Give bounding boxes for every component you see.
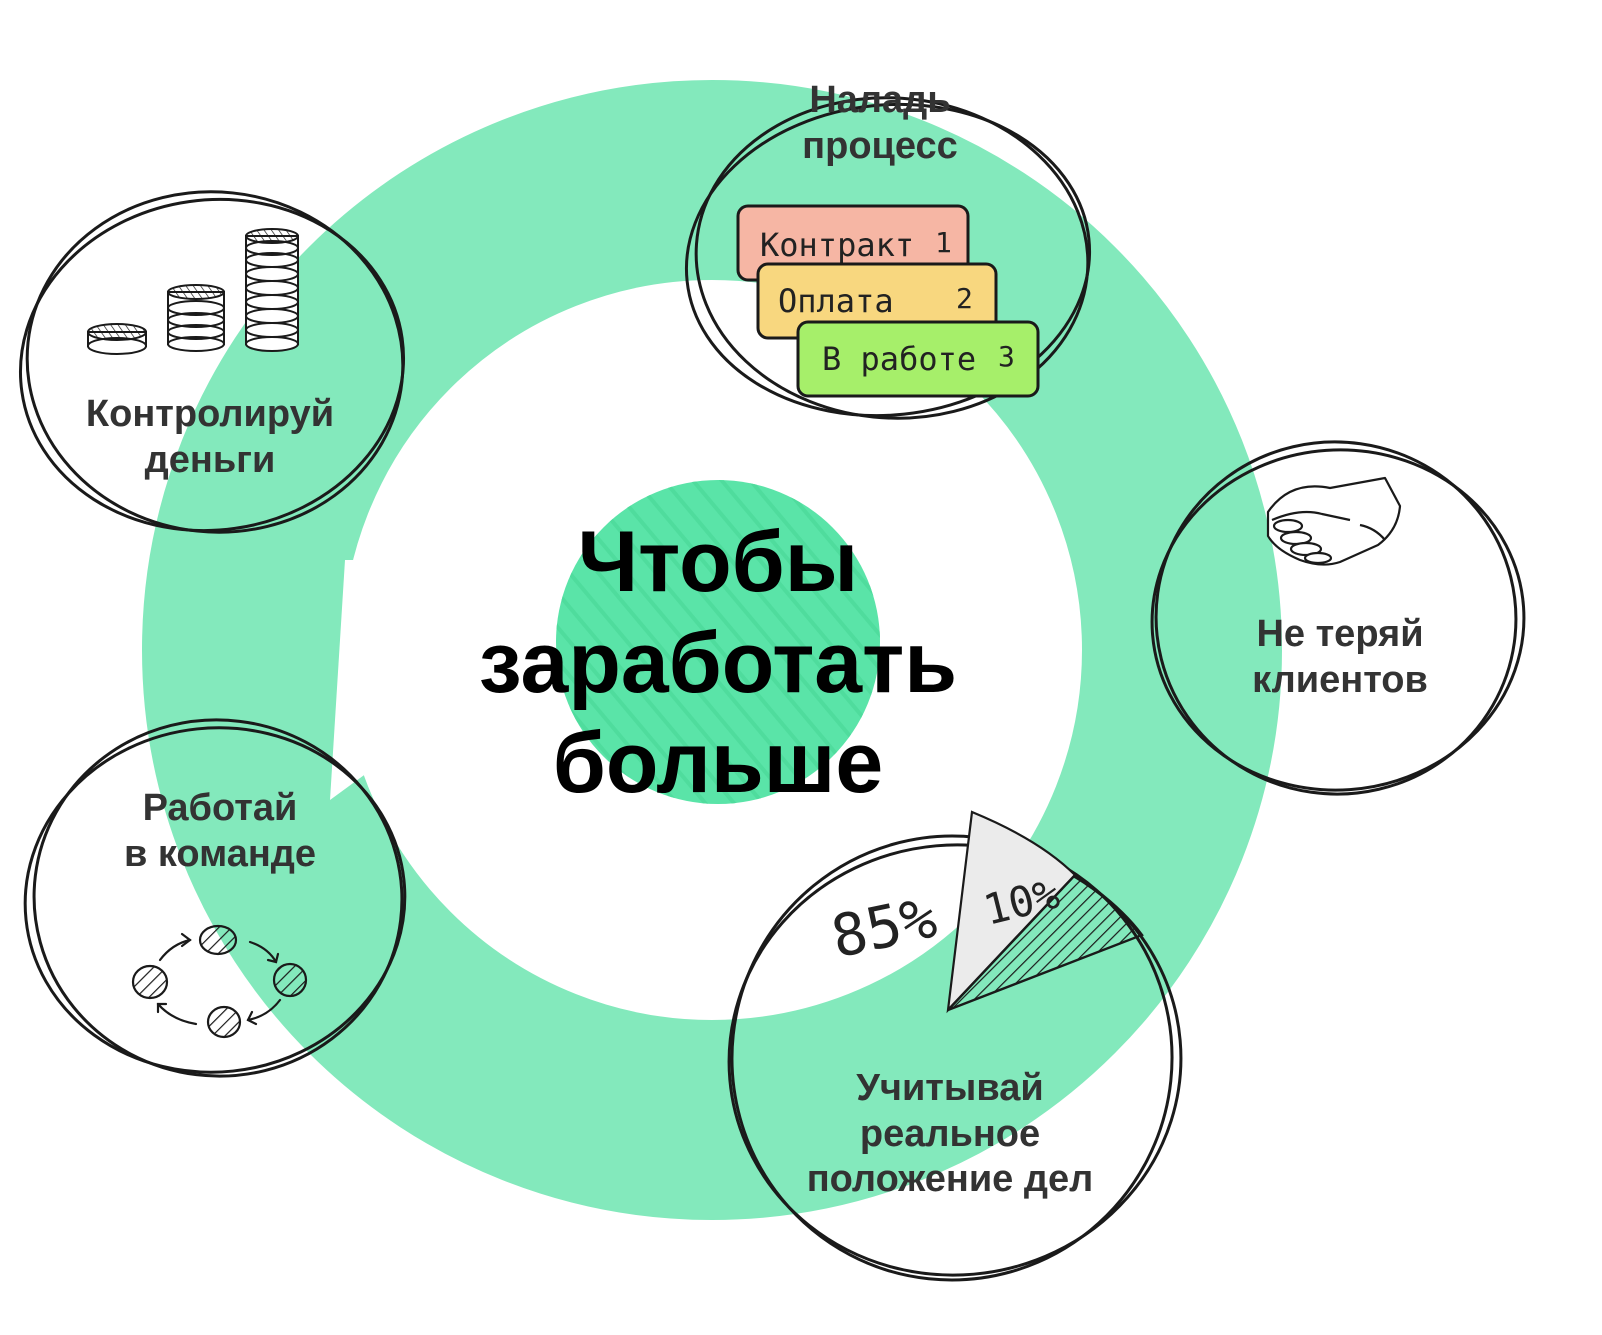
- node-process-line-1: Наладь: [809, 79, 951, 121]
- team-cycle-icon: [131, 924, 308, 1039]
- cycle-ring: [142, 80, 1282, 1220]
- node-team-label: Работай в команде: [60, 786, 380, 877]
- node-process-label: Наладь процесс: [740, 78, 1020, 169]
- center-title-line-1: Чтобы: [577, 514, 859, 610]
- sticky-label-3: В работе: [822, 340, 976, 378]
- pie-slice-10: [946, 810, 1077, 1014]
- sticky-label-2: Оплата: [778, 282, 894, 320]
- node-process-line-2: процесс: [802, 124, 958, 167]
- node-team-circle: [23, 718, 407, 1078]
- node-team-line-1: Работай: [142, 787, 298, 829]
- node-money-line-2: деньги: [144, 438, 276, 481]
- pie-slice-5: [947, 873, 1144, 1012]
- coin-stacks-icon: [87, 228, 299, 355]
- sticky-number-2: 2: [956, 282, 973, 315]
- handshake-icon: [1266, 476, 1402, 566]
- node-clients-line-2: клиентов: [1252, 658, 1428, 701]
- node-reality-line-3: положение дел: [806, 1158, 1094, 1201]
- node-team-line-2: в команде: [123, 832, 317, 875]
- ring-gap: [330, 560, 415, 800]
- node-clients-circle: [1150, 440, 1526, 796]
- sticky-number-3: 3: [998, 340, 1015, 373]
- sticky-note-3: [796, 320, 1040, 398]
- sticky-label-1: Контракт: [760, 226, 914, 264]
- node-clients-label: Не теряй клиентов: [1190, 612, 1490, 703]
- sticky-number-1: 1: [935, 226, 952, 259]
- center-title-line-2: заработать: [478, 614, 958, 711]
- node-money-line-1: Контролируй: [85, 393, 335, 435]
- center-title: Чтобы заработать больше: [448, 512, 988, 814]
- node-reality-label: Учитывай реальное положение дел: [760, 1066, 1140, 1203]
- node-money-circle: [18, 190, 406, 534]
- node-clients-line-1: Не теряй: [1256, 613, 1424, 655]
- center-blob: [556, 480, 880, 804]
- node-process-circle: [684, 96, 1092, 420]
- node-reality-line-1: Учитывай: [856, 1067, 1044, 1109]
- node-reality-line-2: реальное: [859, 1112, 1041, 1155]
- node-money-label: Контролируй деньги: [40, 392, 380, 483]
- center-title-line-3: больше: [552, 715, 884, 812]
